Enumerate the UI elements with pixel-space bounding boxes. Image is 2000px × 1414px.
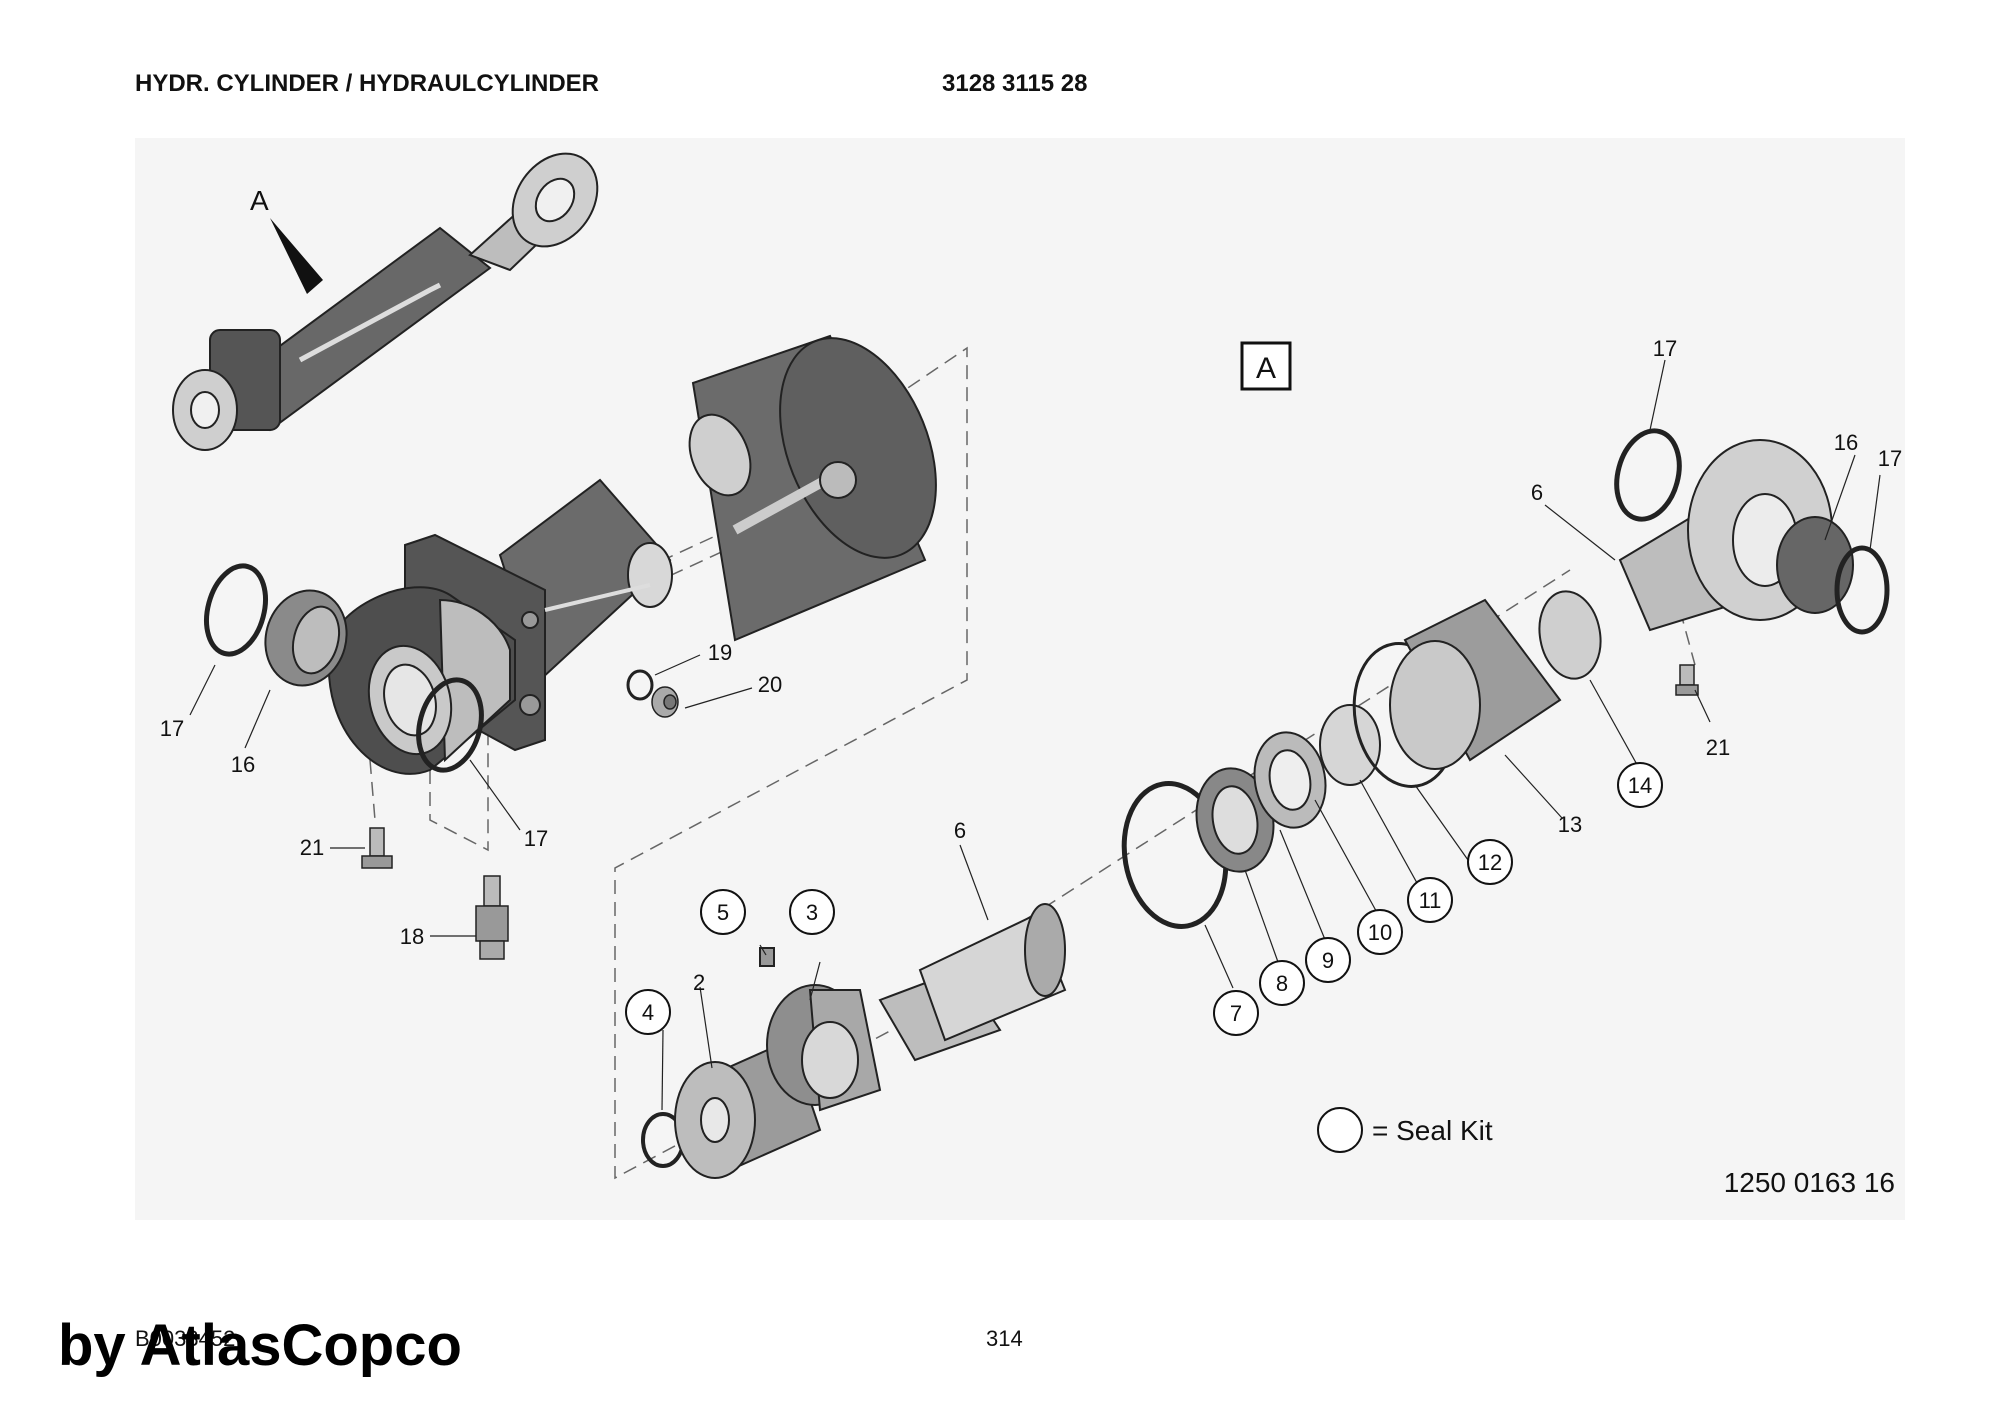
label-16-right: 16 (1834, 430, 1858, 455)
label-6-eye: 6 (1531, 480, 1543, 505)
cylinder-base (327, 478, 673, 775)
seal-stack (1121, 590, 1602, 929)
label-2: 2 (693, 970, 705, 995)
label-17-center: 17 (524, 826, 548, 851)
label-13: 13 (1558, 812, 1582, 837)
view-letter: A (1256, 352, 1276, 385)
label-17-right: 17 (1878, 446, 1902, 471)
seal-kit-circles (625, 762, 1663, 1153)
label-9: 9 (1322, 948, 1334, 973)
piston-assembly (641, 903, 1067, 1179)
footer-code: B0033452 (135, 1326, 236, 1351)
cylinder-barrel (688, 334, 937, 642)
page-number: 314 (986, 1326, 1023, 1351)
label-21-left: 21 (300, 835, 324, 860)
label-12: 12 (1478, 850, 1502, 875)
arrow-letter: A (250, 185, 269, 216)
label-21-right: 21 (1706, 735, 1730, 760)
part-number: 3128 3115 28 (942, 70, 1088, 97)
label-17-left: 17 (160, 716, 184, 741)
label-6-rod: 6 (954, 818, 966, 843)
label-18: 18 (400, 924, 424, 949)
label-14: 14 (1628, 773, 1652, 798)
dashed-guide-lines (369, 346, 1696, 1180)
rear-bearing-and-rings (204, 563, 484, 773)
legend: = Seal Kit 1250 0163 16 (1372, 1115, 1895, 1198)
label-11: 11 (1419, 888, 1442, 913)
leader-lines (189, 359, 1881, 1111)
label-4: 4 (642, 1000, 654, 1025)
rod-eye (1614, 428, 1890, 635)
label-16-left: 16 (231, 752, 255, 777)
part-labels: 2 3 4 5 6 6 7 8 9 10 11 12 13 14 16 16 1… (160, 336, 1902, 1026)
label-7: 7 (1230, 1001, 1242, 1026)
page-title: HYDR. CYLINDER / HYDRAULCYLINDER (135, 70, 600, 97)
label-8: 8 (1276, 971, 1288, 996)
label-5: 5 (717, 900, 729, 925)
label-10: 10 (1368, 920, 1392, 945)
fittings (361, 664, 1699, 960)
drawing-number: 1250 0163 16 (1724, 1167, 1895, 1198)
label-19: 19 (708, 640, 732, 665)
label-3: 3 (806, 900, 818, 925)
legend-text: = Seal Kit (1372, 1115, 1493, 1146)
view-a-box: A (1240, 341, 1292, 391)
watermark: by AtlasCopco (58, 1313, 462, 1378)
label-20: 20 (758, 672, 782, 697)
label-17-top: 17 (1653, 336, 1677, 361)
view-a-arrow: A (250, 185, 323, 294)
cylinder-overview (172, 152, 599, 451)
